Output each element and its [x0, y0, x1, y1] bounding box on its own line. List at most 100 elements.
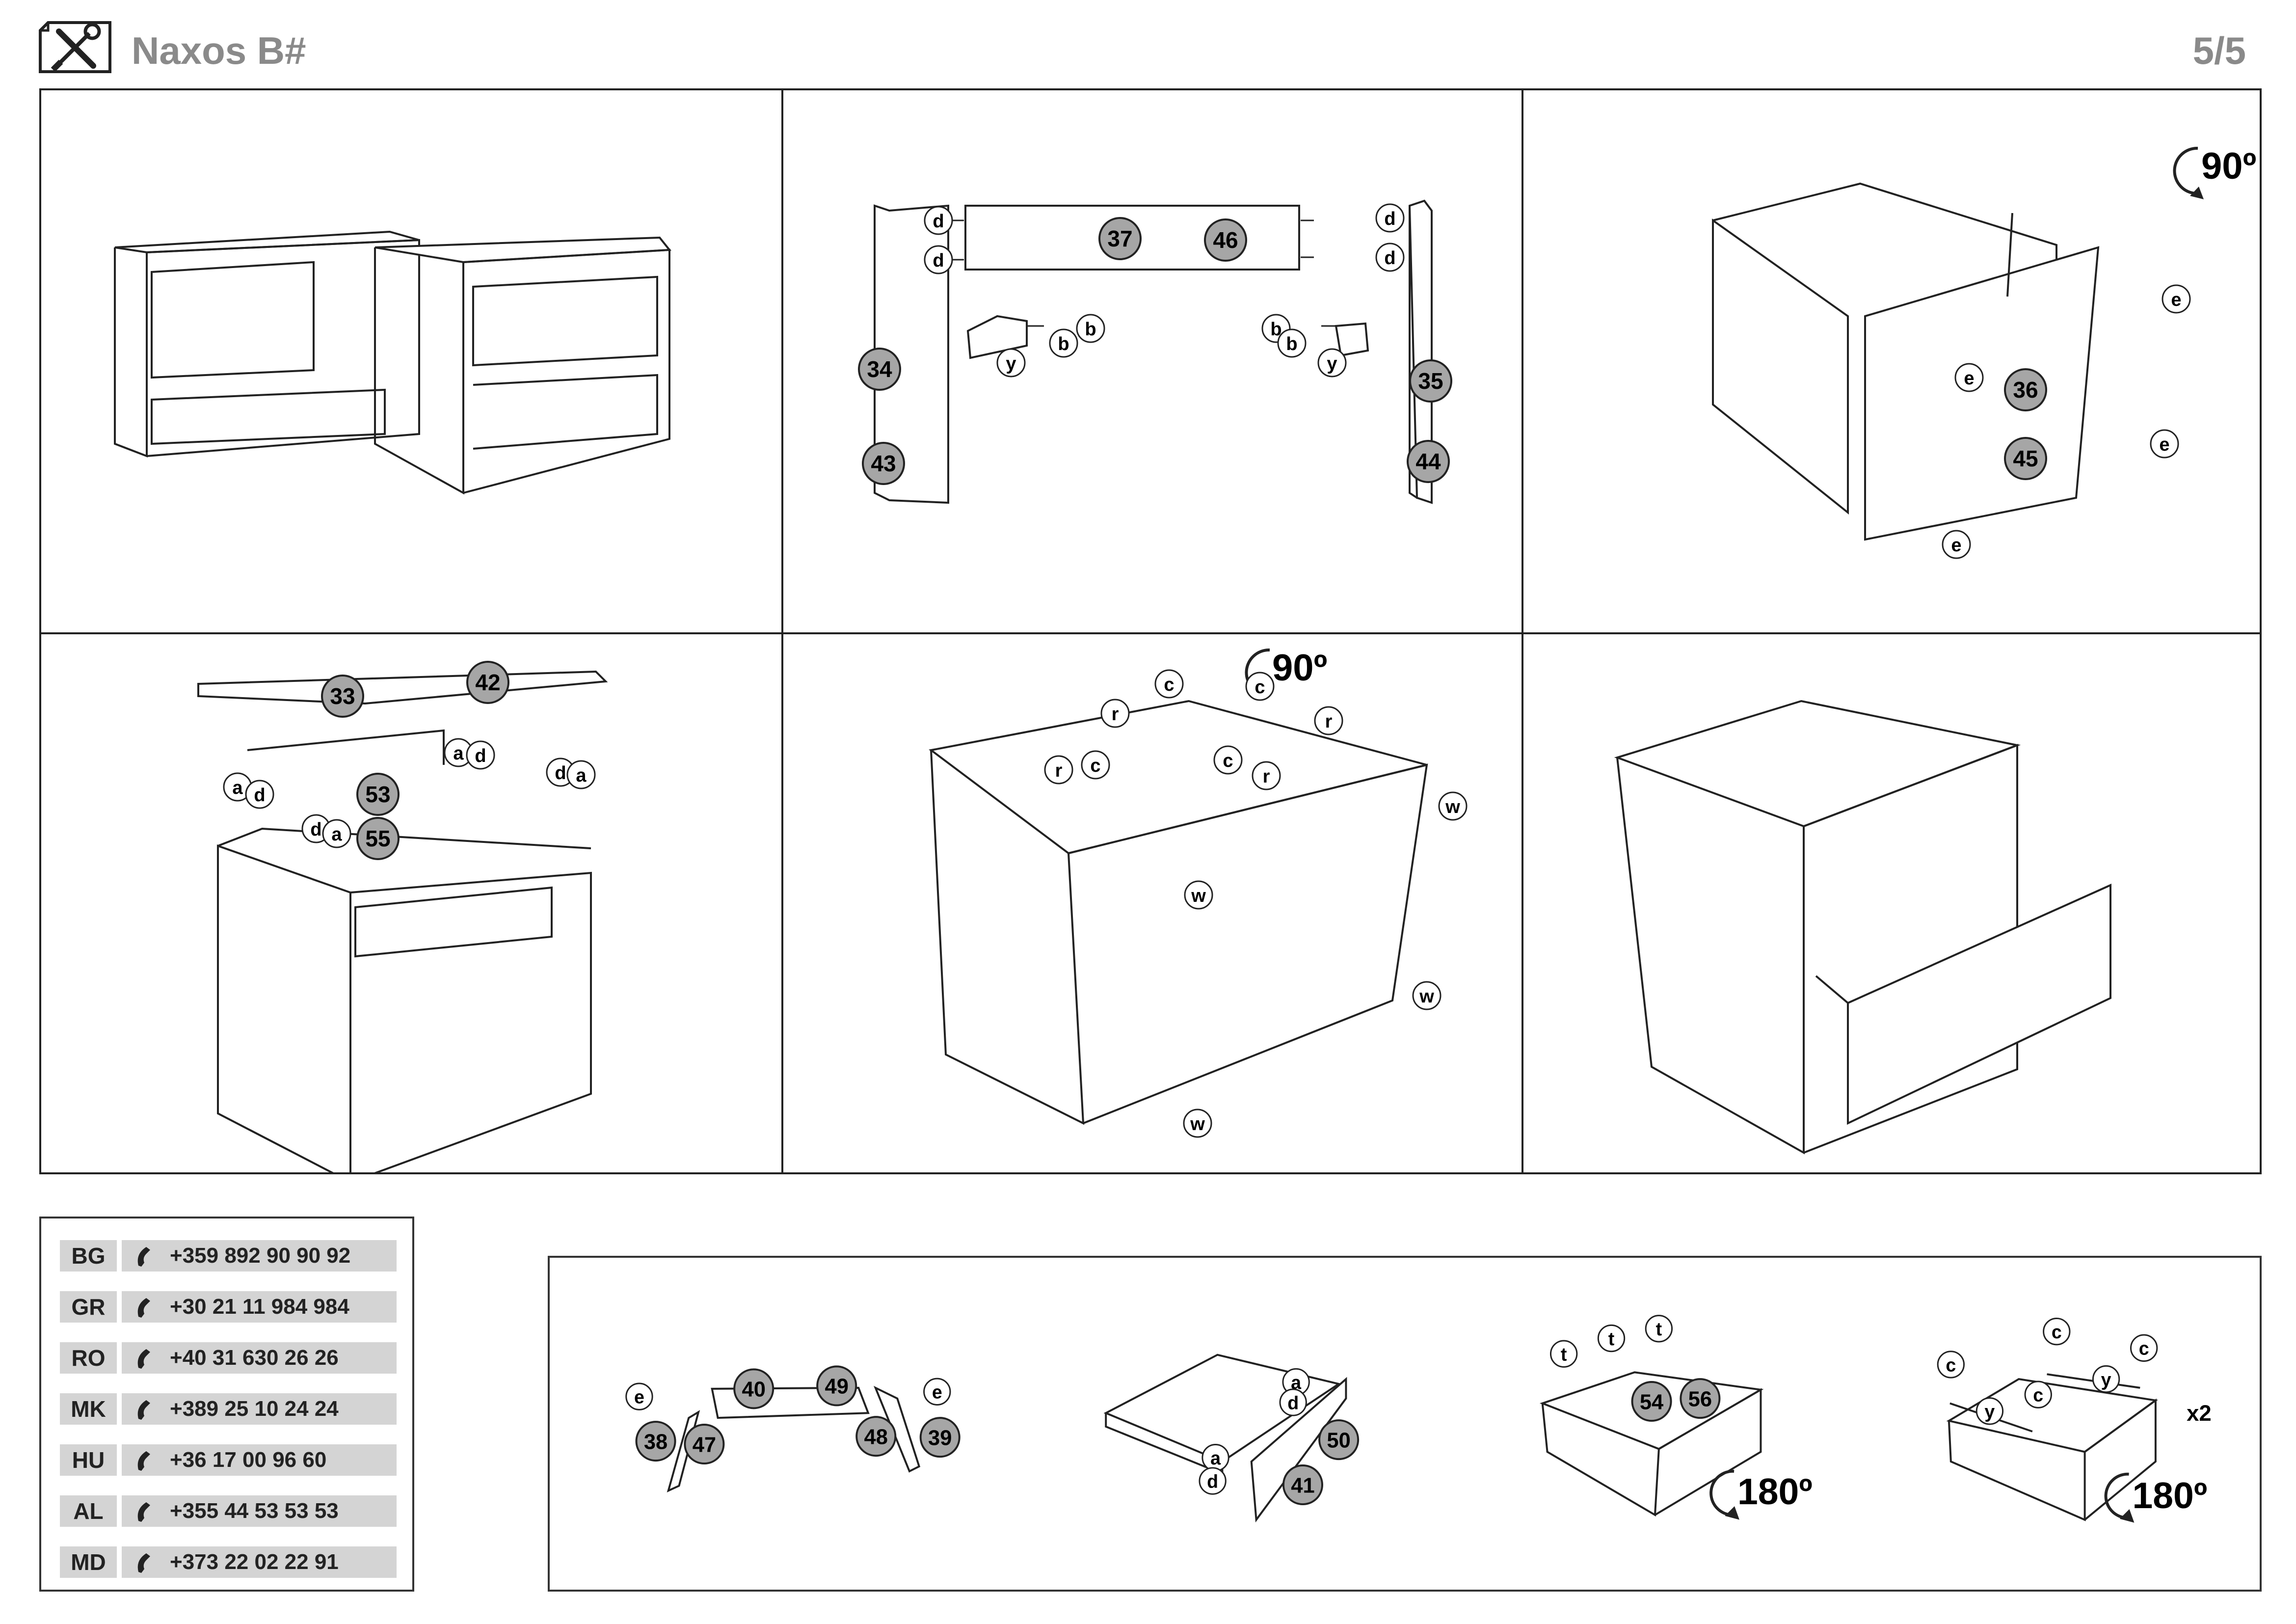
hardware-badge: e: [625, 1382, 653, 1410]
svg-text:33: 33: [330, 683, 355, 709]
part-callouts: 33 42 53 55: [321, 661, 509, 860]
phone-number: +36 17 00 96 60: [122, 1444, 397, 1476]
hardware-badge: e: [2150, 429, 2179, 459]
rotate-180-icon: 180º: [1709, 1469, 1813, 1520]
svg-text:d: d: [1287, 1392, 1299, 1413]
hardware-callouts: a d a d d a d a: [223, 738, 596, 848]
drawer-step-4: c c c y y c x2 180º: [1937, 1318, 2212, 1523]
hardware-badge: a: [566, 760, 596, 789]
svg-text:43: 43: [871, 451, 896, 476]
country-code: AL: [60, 1495, 117, 1527]
svg-text:d: d: [475, 746, 486, 766]
phone-icon: [137, 1400, 150, 1420]
svg-text:b: b: [1085, 319, 1096, 340]
svg-text:36: 36: [2013, 377, 2038, 403]
svg-text:a: a: [576, 765, 587, 786]
svg-text:c: c: [2033, 1385, 2043, 1406]
hardware-badge: y: [1976, 1397, 2004, 1425]
svg-text:e: e: [932, 1382, 942, 1403]
hardware-badge: t: [1597, 1324, 1626, 1353]
rotate-90-icon: 90º: [1245, 647, 1327, 697]
svg-text:d: d: [254, 785, 265, 806]
hardware-callouts: e e e e: [1942, 284, 2191, 559]
hardware-badge: d: [466, 740, 495, 770]
hardware-badge: b: [1076, 314, 1105, 343]
hardware-badge: r: [1314, 706, 1343, 735]
part-badge: 43: [862, 442, 905, 485]
svg-text:d: d: [1384, 248, 1395, 269]
svg-text:y: y: [1006, 353, 1016, 374]
hardware-badge: e: [2162, 284, 2191, 314]
phone-number: +359 892 90 90 92: [122, 1240, 397, 1272]
svg-text:55: 55: [365, 826, 390, 851]
part-badge: 36: [2004, 368, 2047, 411]
part-badge: 37: [1098, 217, 1142, 260]
svg-text:b: b: [1286, 334, 1297, 354]
svg-text:e: e: [1964, 368, 1974, 389]
svg-text:38: 38: [644, 1430, 667, 1454]
part-badge: 44: [1407, 440, 1450, 483]
hardware-badge: e: [1942, 530, 1971, 559]
hardware-badge: b: [1277, 328, 1307, 358]
svg-text:53: 53: [365, 782, 390, 807]
svg-text:y: y: [2101, 1369, 2111, 1390]
product-title: Naxos B#: [132, 29, 306, 72]
svg-text:180º: 180º: [2132, 1475, 2207, 1516]
svg-text:w: w: [1191, 886, 1206, 906]
hardware-badge: e: [923, 1378, 951, 1406]
svg-text:r: r: [1055, 760, 1063, 781]
hardware-badge: d: [1375, 243, 1405, 272]
svg-text:50: 50: [1327, 1429, 1350, 1452]
part-badge: 41: [1282, 1464, 1323, 1506]
phone-number: +389 25 10 24 24: [122, 1393, 397, 1425]
hardware-badge: w: [1184, 880, 1213, 910]
country-code: GR: [60, 1291, 117, 1323]
hardware-badge: a: [223, 772, 252, 802]
svg-text:y: y: [1327, 353, 1337, 374]
grid-divider: [781, 90, 783, 1172]
svg-text:y: y: [1984, 1401, 1995, 1422]
svg-text:d: d: [933, 250, 944, 271]
part-badge: 40: [733, 1368, 774, 1409]
svg-text:e: e: [2159, 434, 2169, 455]
drawer-step-1: 40 49 38 47 48 39 e e: [625, 1365, 961, 1492]
phone-icon: [137, 1247, 150, 1267]
hardware-badge: a: [444, 738, 473, 767]
svg-text:e: e: [634, 1386, 644, 1407]
rotate-90-icon: 90º: [2173, 145, 2256, 199]
phone-number: +40 31 630 26 26: [122, 1342, 397, 1374]
svg-text:54: 54: [1640, 1390, 1663, 1414]
hardware-badge: r: [1252, 761, 1281, 790]
svg-text:w: w: [1190, 1114, 1205, 1135]
country-code: RO: [60, 1342, 117, 1374]
svg-text:c: c: [1255, 677, 1265, 698]
svg-text:a: a: [232, 778, 243, 798]
svg-text:r: r: [1263, 766, 1270, 787]
hardware-badge: c: [1213, 745, 1243, 775]
part-callouts: 36 45: [2004, 368, 2047, 480]
phone-icon: [137, 1502, 150, 1522]
svg-text:34: 34: [867, 356, 892, 382]
svg-text:a: a: [331, 824, 342, 845]
svg-text:a: a: [1291, 1372, 1302, 1393]
svg-text:r: r: [1112, 704, 1119, 725]
drawer-assembly-panel: 40 49 38 47 48 39 e e 50 41 a d a d: [548, 1256, 2262, 1592]
hardware-badge: c: [2024, 1380, 2052, 1408]
contact-phone-list: BG +359 892 90 90 92 GR +30 21 11 984 98…: [39, 1217, 414, 1592]
svg-text:r: r: [1325, 711, 1333, 732]
svg-text:35: 35: [1418, 368, 1443, 394]
hardware-badge: e: [1954, 363, 1984, 392]
part-badge: 50: [1318, 1419, 1360, 1461]
hardware-badge: d: [924, 206, 953, 235]
part-badge: 48: [855, 1416, 897, 1457]
svg-text:46: 46: [1213, 227, 1238, 253]
hardware-badge: y: [1317, 348, 1347, 378]
phone-icon: [137, 1451, 150, 1471]
svg-text:42: 42: [475, 670, 500, 695]
grid-divider: [1522, 90, 1523, 1172]
svg-text:t: t: [1561, 1344, 1567, 1365]
hardware-badge: c: [2043, 1318, 2071, 1346]
phone-number: +30 21 11 984 984: [122, 1291, 397, 1323]
part-badge: 39: [919, 1417, 961, 1458]
hardware-badge: y: [996, 348, 1026, 378]
